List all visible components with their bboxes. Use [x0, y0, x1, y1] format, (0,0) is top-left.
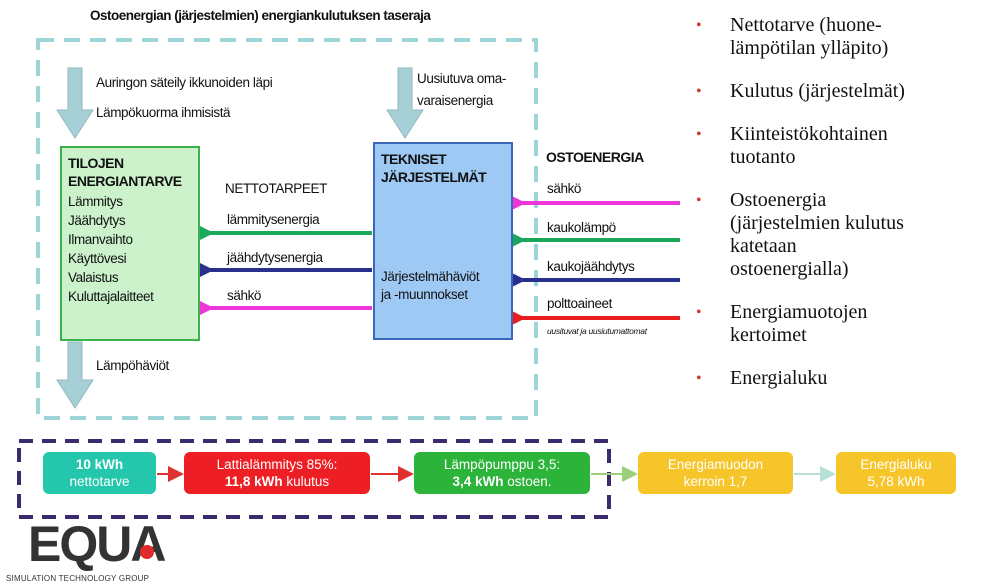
- pipeline-energy-figure-box: Energialuku 5,78 kWh: [836, 452, 956, 494]
- cooling-energy-label: jäähdytysenergia: [227, 250, 323, 265]
- purchased-energy-label: OSTOENERGIA: [546, 149, 644, 165]
- needs-item: Käyttövesi: [68, 251, 127, 266]
- renewable-label-line2: varaisenergia: [417, 93, 493, 108]
- needs-item: Lämmitys: [68, 194, 123, 209]
- logo-dot-icon: [140, 545, 154, 559]
- needs-title-line1: TILOJEN: [68, 155, 124, 171]
- needs-item: Valaistus: [68, 270, 119, 285]
- bullet-icon: •: [696, 17, 702, 34]
- renewable-input-arrow: [386, 67, 424, 139]
- energy-boundary: [36, 38, 538, 420]
- pipeline-net-need-box: 10 kWh nettotarve: [43, 452, 156, 494]
- purchased-district-cooling-label: kaukojäähdytys: [547, 259, 635, 274]
- equa-logo: EQUA: [28, 516, 166, 572]
- electricity-need-label: sähkö: [227, 288, 262, 303]
- bullet-item: • Energiamuotojen kertoimet: [696, 301, 868, 346]
- purchased-fuel-label: polttoaineet: [547, 296, 613, 311]
- net-needs-label: NETTOTARPEET: [225, 181, 327, 196]
- tech-title-line2: JÄRJESTELMÄT: [381, 169, 487, 185]
- heat-losses-label: Lämpöhäviöt: [96, 358, 169, 373]
- people-heat-label: Lämpökuorma ihmisistä: [96, 105, 231, 120]
- bullet-item: • Ostoenergia (järjestelmien kulutus kat…: [696, 189, 904, 280]
- bullet-icon: •: [696, 83, 702, 100]
- technical-systems-box: TEKNISET JÄRJESTELMÄT Järjestelmähäviöt …: [373, 142, 513, 340]
- tech-title-line1: TEKNISET: [381, 151, 447, 167]
- fuel-note: uusituvat ja uusiutumattomat: [547, 326, 647, 336]
- diagram-title: Ostoenergian (järjestelmien) energiankul…: [90, 8, 431, 23]
- bullet-item: • Nettotarve (huone- lämpötilan ylläpito…: [696, 14, 889, 59]
- pipeline-consumption-box: Lattialämmitys 85%: 11,8 kWh kulutus: [184, 452, 370, 494]
- space-energy-need-box: TILOJEN ENERGIANTARVE Lämmitys Jäähdytys…: [60, 146, 200, 341]
- tech-losses-line2: ja -muunnokset: [381, 287, 468, 302]
- bullet-icon: •: [696, 192, 702, 209]
- bullet-icon: •: [696, 304, 702, 321]
- bullet-item: • Kulutus (järjestelmät): [696, 80, 905, 102]
- bullet-item: • Energialuku: [696, 367, 828, 389]
- bullet-item: • Kiinteistökohtainen tuotanto: [696, 123, 888, 168]
- pipeline-frame: [17, 439, 611, 519]
- purchased-electricity-label: sähkö: [547, 181, 582, 196]
- needs-item: Ilmanvaihto: [68, 232, 133, 247]
- solar-input-label: Auringon säteily ikkunoiden läpi: [96, 75, 273, 90]
- pipeline-purchased-box: Lämpöpumppu 3,5: 3,4 kWh ostoen.: [414, 452, 590, 494]
- needs-item: Kuluttajalaitteet: [68, 289, 154, 304]
- heat-losses-arrow: [56, 341, 94, 409]
- pipeline-factor-box: Energiamuodon kerroin 1,7: [638, 452, 793, 494]
- logo-subtitle: SIMULATION TECHNOLOGY GROUP: [6, 574, 150, 583]
- needs-item: Jäähdytys: [68, 213, 126, 228]
- bullet-icon: •: [696, 370, 702, 387]
- needs-title-line2: ENERGIANTARVE: [68, 173, 182, 189]
- purchased-district-heat-label: kaukolämpö: [547, 220, 616, 235]
- renewable-label-line1: Uusiutuva oma-: [417, 71, 506, 86]
- bullet-list: • Nettotarve (huone- lämpötilan ylläpito…: [690, 14, 980, 390]
- bullet-icon: •: [696, 126, 702, 143]
- solar-input-arrow: [56, 67, 94, 139]
- heating-energy-label: lämmitysenergia: [227, 212, 320, 227]
- tech-losses-line1: Järjestelmähäviöt: [381, 269, 480, 284]
